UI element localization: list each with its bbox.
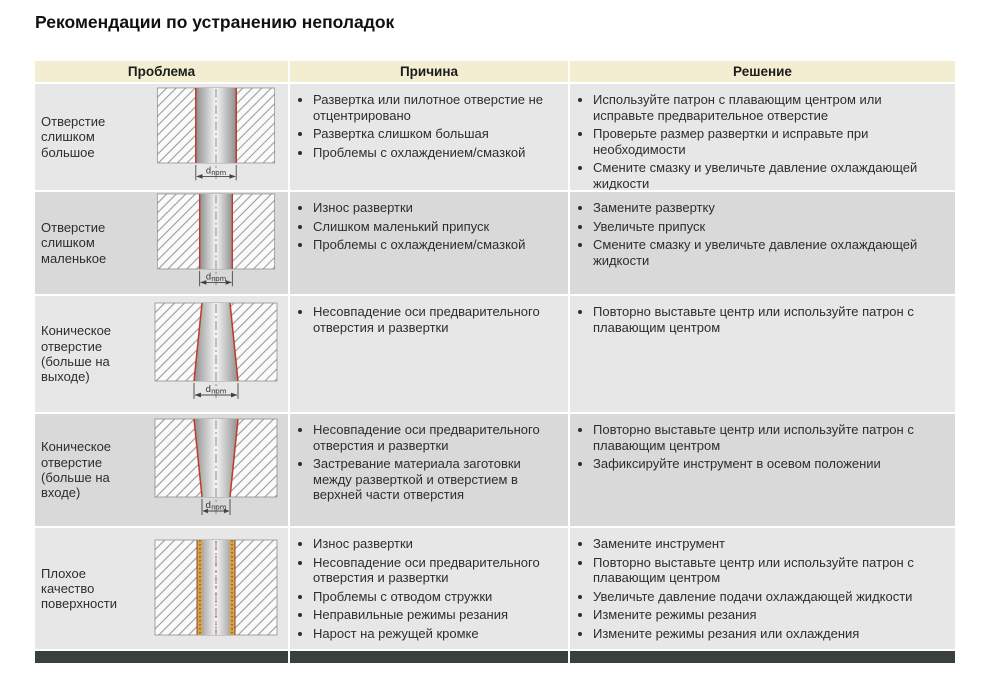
dim-arrow-right	[224, 508, 230, 514]
cause-list: Износ развертки Слишком маленький припус…	[296, 200, 558, 253]
cause-item: Износ развертки	[313, 536, 558, 552]
problem-cell-poor-surface: Плохое качество поверхности	[35, 528, 288, 649]
cause-list: Несовпадение оси предварительного отверс…	[296, 422, 558, 503]
solution-list: Повторно выставьте центр или используйте…	[576, 304, 945, 335]
troubleshooting-table: Проблема Причина Решение Отверстие слишк…	[35, 61, 955, 663]
cause-list: Развертка или пилотное отверстие не отце…	[296, 92, 558, 160]
dnom-label: dnom	[206, 273, 226, 283]
dim-arrow-left	[200, 280, 207, 285]
dnom-label: dnom	[206, 167, 226, 177]
solution-cell: Повторно выставьте центр или используйте…	[570, 414, 955, 526]
dnom-label: dnom	[205, 501, 226, 512]
problem-label: Коническое отверстие (больше на выходе)	[41, 323, 112, 385]
hole-edge-left	[193, 302, 203, 382]
footer-bar	[290, 651, 568, 663]
cause-item: Развертка слишком большая	[313, 126, 558, 142]
cause-item: Несовпадение оси предварительного отверс…	[313, 555, 558, 586]
solution-item: Повторно выставьте центр или используйте…	[593, 304, 945, 335]
header-solution: Решение	[570, 61, 955, 82]
solution-cell: Используйте патрон с плавающим центром и…	[570, 84, 955, 190]
solution-cell: Замените развертку Увеличьте припуск Сме…	[570, 192, 955, 294]
solution-item: Зафиксируйте инструмент в осевом положен…	[593, 456, 945, 472]
header-cause: Причина	[290, 61, 568, 82]
dim-arrow-right	[225, 280, 232, 285]
wear-band-left	[197, 539, 203, 635]
solution-item: Повторно выставьте центр или используйте…	[593, 555, 945, 586]
cause-cell: Износ развертки Несовпадение оси предвар…	[290, 528, 568, 649]
header-problem: Проблема	[35, 61, 288, 82]
cause-item: Неправильные режимы резания	[313, 607, 558, 623]
cause-cell: Несовпадение оси предварительного отверс…	[290, 296, 568, 412]
cause-list: Износ развертки Несовпадение оси предвар…	[296, 536, 558, 642]
solution-item: Увеличьте припуск	[593, 219, 945, 235]
dnom-label: dnom	[205, 385, 226, 396]
hole-diagram-too-large: dnom	[141, 87, 288, 187]
solution-item: Смените смазку и увеличьте давление охла…	[593, 237, 945, 268]
dim-arrow-left	[196, 174, 203, 179]
footer-bar	[35, 651, 288, 663]
wear-band-right	[229, 539, 235, 635]
solution-item: Измените режимы резания	[593, 607, 945, 623]
page-title: Рекомендации по устранению неполадок	[35, 12, 395, 32]
cause-item: Износ развертки	[313, 200, 558, 216]
solution-item: Используйте патрон с плавающим центром и…	[593, 92, 945, 123]
dim-arrow-left	[194, 392, 201, 398]
dim-arrow-left	[202, 508, 208, 514]
hole-edge-right	[229, 418, 239, 498]
solution-item: Увеличьте давление подачи охлаждающей жи…	[593, 589, 945, 605]
problem-cell-taper-exit: Коническое отверстие (больше на выходе) …	[35, 296, 288, 412]
solution-item: Повторно выставьте центр или используйте…	[593, 422, 945, 453]
hole-diagram-poor-surface	[141, 533, 288, 645]
problem-cell-hole-too-small: Отверстие слишком маленькое dnom	[35, 192, 288, 294]
cause-item: Застревание материала заготовки между ра…	[313, 456, 558, 503]
hole-diagram-too-small: dnom	[141, 193, 288, 293]
solution-list: Замените инструмент Повторно выставьте ц…	[576, 536, 945, 642]
cause-cell: Несовпадение оси предварительного отверс…	[290, 414, 568, 526]
solution-list: Используйте патрон с плавающим центром и…	[576, 92, 945, 190]
cause-item: Несовпадение оси предварительного отверс…	[313, 304, 558, 335]
problem-label: Коническое отверстие (больше на входе)	[41, 439, 112, 501]
solution-cell: Замените инструмент Повторно выставьте ц…	[570, 528, 955, 649]
cause-item: Слишком маленький припуск	[313, 219, 558, 235]
cause-cell: Износ развертки Слишком маленький припус…	[290, 192, 568, 294]
solution-item: Смените смазку и увеличьте давление охла…	[593, 160, 945, 190]
dim-arrow-right	[229, 174, 236, 179]
solution-cell: Повторно выставьте центр или используйте…	[570, 296, 955, 412]
solution-item: Замените развертку	[593, 200, 945, 216]
problem-cell-taper-entry: Коническое отверстие (больше на входе) d…	[35, 414, 288, 526]
problem-cell-hole-too-large: Отверстие слишком большое dnom	[35, 84, 288, 190]
cause-item: Развертка или пилотное отверстие не отце…	[313, 92, 558, 123]
hole-diagram-taper-entry: dnom	[141, 418, 288, 522]
cause-list: Несовпадение оси предварительного отверс…	[296, 304, 558, 335]
solution-list: Повторно выставьте центр или используйте…	[576, 422, 945, 472]
cause-cell: Развертка или пилотное отверстие не отце…	[290, 84, 568, 190]
problem-label: Плохое качество поверхности	[41, 565, 117, 612]
solution-item: Проверьте размер развертки и исправьте п…	[593, 126, 945, 157]
cause-item: Несовпадение оси предварительного отверс…	[313, 422, 558, 453]
cause-item: Нарост на режущей кромке	[313, 626, 558, 642]
cause-item: Проблемы с охлаждением/смазкой	[313, 237, 558, 253]
footer-bar	[570, 651, 955, 663]
cause-item: Проблемы с охлаждением/смазкой	[313, 145, 558, 161]
dim-arrow-right	[231, 392, 238, 398]
solution-item: Замените инструмент	[593, 536, 945, 552]
hole-diagram-taper-exit: dnom	[141, 302, 288, 406]
solution-item: Измените режимы резания или охлаждения	[593, 626, 945, 642]
dimension	[195, 164, 237, 181]
cause-item: Проблемы с отводом стружки	[313, 589, 558, 605]
problem-label: Отверстие слишком маленькое	[41, 220, 107, 266]
hole-edge-left	[193, 418, 203, 498]
hole-edge-right	[229, 302, 239, 382]
problem-label: Отверстие слишком большое	[41, 114, 106, 160]
dimension	[193, 383, 239, 399]
solution-list: Замените развертку Увеличьте припуск Сме…	[576, 200, 945, 268]
